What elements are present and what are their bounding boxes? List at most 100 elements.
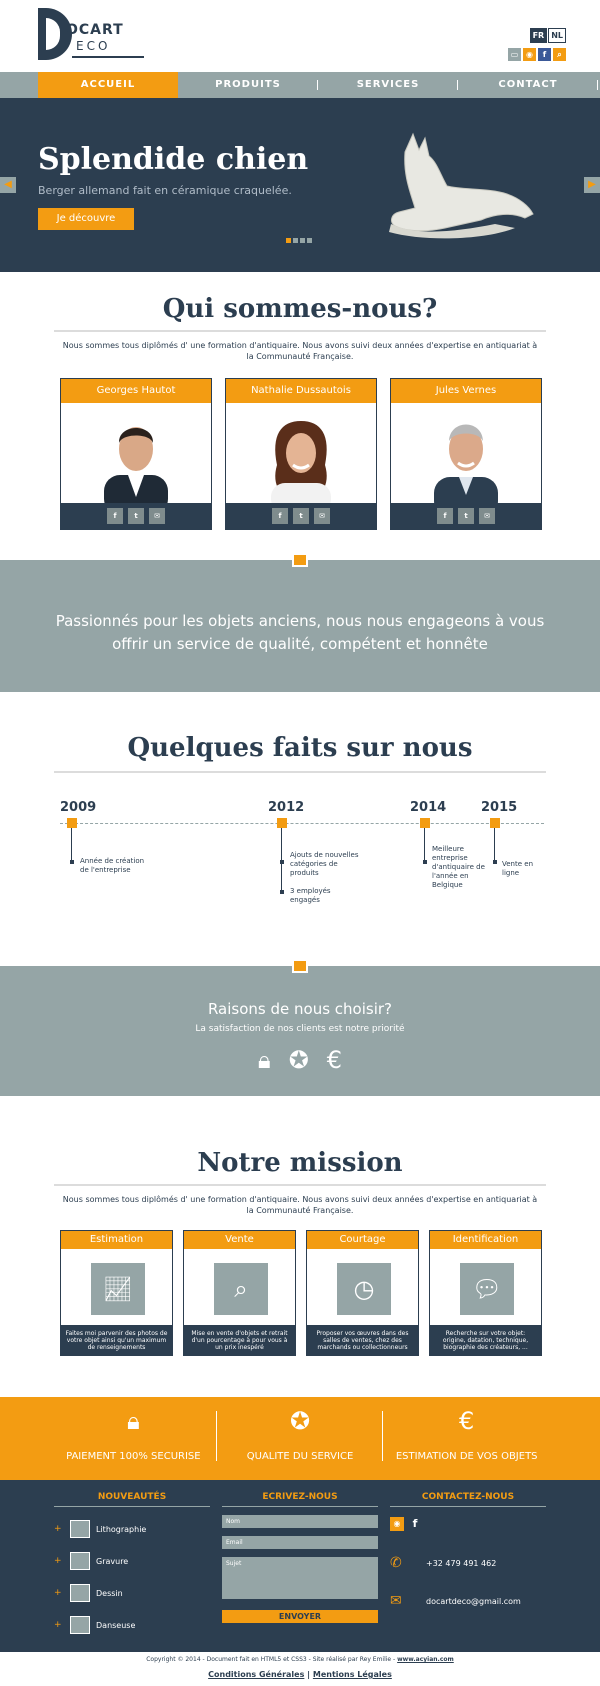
nav-accueil[interactable]: ACCUEIL bbox=[38, 72, 178, 98]
conditions-link[interactable]: Conditions Générales bbox=[208, 1670, 305, 1679]
timeline-event: Ajouts de nouvelles catégories de produi… bbox=[290, 851, 359, 877]
feature-estimation: € ESTIMATION DE VOS OBJETS bbox=[383, 1397, 550, 1480]
name-field[interactable]: Nom bbox=[222, 1515, 378, 1528]
phone-row: ✆ +32 479 491 462 bbox=[390, 1555, 546, 1571]
rss-icon[interactable]: ◉ bbox=[390, 1517, 404, 1531]
mission-card-title: Vente bbox=[184, 1231, 295, 1249]
facts-title: Quelques faits sur nous bbox=[127, 733, 473, 763]
footer-social: ◉ f bbox=[390, 1517, 546, 1531]
chat-icon[interactable]: ▭ bbox=[508, 48, 521, 61]
facebook-icon[interactable]: f bbox=[107, 508, 123, 524]
legal-notice-link[interactable]: Mentions Légales bbox=[312, 1670, 392, 1679]
copyright-text: Copyright © 2014 - Document fait en HTML… bbox=[146, 1656, 396, 1663]
main-nav: ACCUEIL PRODUITS SERVICES CONTACT bbox=[0, 72, 600, 98]
timeline-event: Année de création de l'entreprise bbox=[80, 857, 145, 874]
mission-card: Vente ⌕ Mise en vente d'objets et retrai… bbox=[183, 1230, 296, 1356]
discover-button[interactable]: Je découvre bbox=[38, 208, 134, 230]
timeline-dot bbox=[70, 860, 74, 864]
team-member-name: Nathalie Dussautois bbox=[226, 379, 376, 403]
timeline-dot bbox=[280, 890, 284, 894]
mission-card: Identification 💬︎ Recherche sur votre ob… bbox=[429, 1230, 542, 1356]
timeline-dot bbox=[493, 860, 497, 864]
phone-number[interactable]: +32 479 491 462 bbox=[426, 1558, 497, 1568]
subject-field[interactable]: Sujet bbox=[222, 1557, 378, 1599]
team-member-name: Georges Hautot bbox=[61, 379, 211, 403]
news-label: Gravure bbox=[96, 1556, 129, 1566]
logo[interactable]: OCART ECO bbox=[38, 8, 148, 64]
lock-icon: 🔒︎ bbox=[257, 1046, 271, 1074]
lang-fr[interactable]: FR bbox=[529, 28, 548, 43]
email-field[interactable]: Email bbox=[222, 1536, 378, 1549]
lang-nl[interactable]: NL bbox=[548, 28, 566, 43]
slider-dot[interactable] bbox=[300, 238, 305, 243]
slider-dot[interactable] bbox=[286, 238, 291, 243]
timeline-stem bbox=[424, 828, 425, 864]
twitter-icon[interactable]: t bbox=[128, 508, 144, 524]
send-button[interactable]: ENVOYER bbox=[222, 1610, 378, 1623]
timeline-stem bbox=[71, 828, 72, 864]
plus-icon: + bbox=[54, 1588, 62, 1598]
mission-card-title: Identification bbox=[430, 1231, 541, 1249]
footer-news: NOUVEAUTÉS +Lithographie + Gravure +Dessi… bbox=[54, 1492, 210, 1635]
rss-icon[interactable]: ◉ bbox=[523, 48, 536, 61]
mail-icon[interactable]: ✉ bbox=[314, 508, 330, 524]
news-thumb bbox=[70, 1552, 90, 1570]
mail-icon[interactable]: ✉ bbox=[149, 508, 165, 524]
slider-prev-arrow-icon[interactable]: ◀ bbox=[0, 177, 16, 193]
news-thumb bbox=[70, 1616, 90, 1634]
slider-dot[interactable] bbox=[307, 238, 312, 243]
facebook-icon[interactable]: f bbox=[272, 508, 288, 524]
footer-news-title: NOUVEAUTÉS bbox=[54, 1492, 210, 1507]
email-row: ✉ docartdeco@gmail.com bbox=[390, 1593, 546, 1609]
mission-cards: Estimation 📈︎ Faites moi parvenir des ph… bbox=[60, 1230, 542, 1356]
plus-icon: + bbox=[54, 1620, 62, 1630]
award-ribbon-icon: ✪ bbox=[288, 1046, 309, 1074]
news-item[interactable]: +Danseuse bbox=[54, 1615, 210, 1635]
about-section: Qui sommes-nous? Nous sommes tous diplôm… bbox=[0, 294, 600, 362]
hero-subtitle: Berger allemand fait en céramique craque… bbox=[38, 184, 292, 197]
facts-divider bbox=[54, 771, 546, 773]
timeline-marker bbox=[420, 818, 430, 828]
twitter-icon[interactable]: t bbox=[293, 508, 309, 524]
slider-next-arrow-icon[interactable]: ▶ bbox=[584, 177, 600, 193]
timeline-stem bbox=[494, 828, 495, 864]
mission-card: Estimation 📈︎ Faites moi parvenir des ph… bbox=[60, 1230, 173, 1356]
team-card: Georges Hautot f t ✉ bbox=[60, 378, 212, 530]
nav-contact[interactable]: CONTACT bbox=[458, 72, 598, 98]
clock-icon: ◷ bbox=[337, 1263, 391, 1315]
news-thumb bbox=[70, 1584, 90, 1602]
timeline-marker bbox=[490, 818, 500, 828]
footer-contact-title: CONTACTEZ-NOUS bbox=[390, 1492, 546, 1507]
team-social-bar: f t ✉ bbox=[391, 503, 541, 529]
team-card: Jules Vernes f t ✉ bbox=[390, 378, 542, 530]
magnifier-icon: ⌕ bbox=[214, 1263, 268, 1315]
team-photo bbox=[226, 403, 376, 505]
news-item[interactable]: +Dessin bbox=[54, 1583, 210, 1603]
search-icon[interactable]: ⌕ bbox=[553, 48, 566, 61]
footer: NOUVEAUTÉS +Lithographie + Gravure +Dessi… bbox=[0, 1480, 600, 1652]
reasons-title: Raisons de nous choisir? bbox=[207, 1000, 393, 1018]
news-item[interactable]: +Lithographie bbox=[54, 1519, 210, 1539]
email-address[interactable]: docartdeco@gmail.com bbox=[426, 1596, 521, 1606]
mail-icon[interactable]: ✉ bbox=[479, 508, 495, 524]
slider-dot[interactable] bbox=[293, 238, 298, 243]
facebook-icon[interactable]: f bbox=[412, 1517, 418, 1530]
reasons-notch-icon bbox=[292, 959, 308, 973]
nav-services[interactable]: SERVICES bbox=[318, 72, 458, 98]
mission-card-desc: Faites moi parvenir des photos de votre … bbox=[61, 1325, 172, 1355]
author-link[interactable]: www.acyian.com bbox=[397, 1656, 454, 1663]
timeline-year: 2009 bbox=[60, 800, 97, 815]
team-card: Nathalie Dussautois f t ✉ bbox=[225, 378, 377, 530]
about-intro: Nous sommes tous diplômés d' une formati… bbox=[62, 341, 538, 361]
facebook-icon[interactable]: f bbox=[437, 508, 453, 524]
timeline-year: 2015 bbox=[481, 800, 518, 815]
nav-produits[interactable]: PRODUITS bbox=[178, 72, 318, 98]
plus-icon: + bbox=[54, 1556, 62, 1566]
facebook-icon[interactable]: f bbox=[538, 48, 551, 61]
about-divider bbox=[54, 330, 546, 332]
quote-text: Passionnés pour les objets anciens, nous… bbox=[55, 612, 545, 653]
news-item[interactable]: + Gravure bbox=[54, 1551, 210, 1571]
reasons-subtitle: La satisfaction de nos clients est notre… bbox=[195, 1024, 405, 1034]
twitter-icon[interactable]: t bbox=[458, 508, 474, 524]
